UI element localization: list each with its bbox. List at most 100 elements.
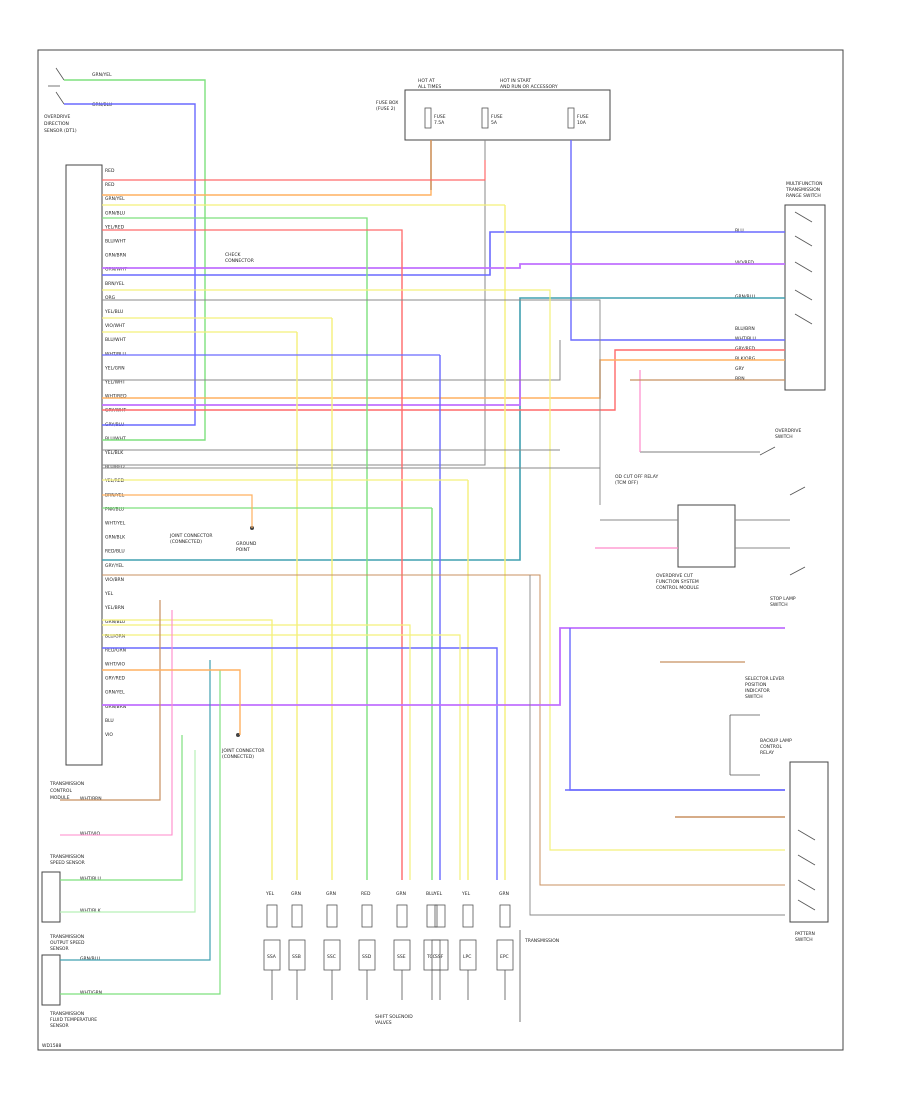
tcm-pin-label: VIO [105, 732, 113, 738]
tcm-pin-label: GRN/WHT [105, 267, 127, 273]
tcm-pin-label: BLU/RED [105, 464, 125, 470]
od-wire-label-1: GRN/YEL [92, 72, 112, 78]
check-connector: CHECK CONNECTOR [225, 252, 254, 264]
solenoid-wire-label: GRN [291, 891, 301, 897]
tcm-pin-label: PNK/BLU [105, 506, 124, 512]
solenoid-name: SSD [362, 954, 372, 960]
sensor-wire-4 [60, 750, 196, 913]
solenoid-name: SSF [435, 954, 444, 960]
tcm-pin-label: RED/BLU [105, 549, 125, 555]
solenoid-name: SSE [397, 954, 406, 960]
svg-text:CONNECTOR: CONNECTOR [225, 258, 254, 264]
power-wire-2 [102, 140, 486, 466]
svg-text:TRANSMISSION: TRANSMISSION [49, 1011, 84, 1017]
tcm-pin-label: YEL [104, 591, 114, 597]
svg-text:HOT AT: HOT AT [418, 78, 435, 84]
tcm-pin-label: RED/GRN [105, 647, 126, 653]
solenoid-h-2 [102, 217, 368, 230]
solenoid-name: EPC [500, 954, 509, 960]
tcm-pin-label: BLU/WHT [105, 337, 126, 343]
svg-text:FUSE BOX: FUSE BOX [376, 100, 398, 106]
tcm-pin-label: GRN/YEL [105, 690, 125, 696]
svg-text:AND RUN OR ACCESSORY: AND RUN OR ACCESSORY [500, 84, 558, 90]
svg-text:SPEED SENSOR: SPEED SENSOR [50, 860, 85, 866]
range-wire-4 [102, 349, 785, 411]
svg-text:MULTIFUNCTION: MULTIFUNCTION [786, 181, 823, 187]
overdrive-sensor-label-1: OVERDRIVE [44, 114, 71, 120]
od-sensor-wire-2 [64, 103, 196, 426]
svg-text:SWITCH: SWITCH [745, 694, 763, 700]
backup-lamp-relay: BACKUP LAMP CONTROL RELAY [729, 714, 792, 776]
svg-text:OVERDRIVE: OVERDRIVE [775, 428, 802, 434]
tcm-connector [65, 164, 103, 766]
solenoid-h-10 [102, 647, 498, 880]
od-sensor-wire-1 [64, 79, 206, 441]
svg-text:BACKUP LAMP: BACKUP LAMP [760, 738, 792, 744]
overdrive-sensor: OVERDRIVE DIRECTION SENSOR (DT1) GRN/YEL… [44, 67, 112, 134]
multifunction-pin-label: GRY/RED [735, 346, 756, 352]
tcm-pin-label: BLU/GRN [105, 633, 125, 639]
tcm-pin-label: YEL/WHT [104, 380, 125, 386]
svg-text:POSITION: POSITION [745, 682, 766, 688]
blue-right-wire [569, 628, 785, 791]
tcm-pin-label: BLU [105, 718, 114, 724]
overdrive-switch: OVERDRIVE SWITCH [640, 428, 802, 456]
solenoid-h-9 [102, 619, 273, 660]
solenoid-ssa: YEL SSA [263, 891, 281, 1000]
tcm-pin-label: YEL/RED [104, 224, 125, 230]
grey-wire-1 [102, 299, 601, 505]
svg-text:MODULE: MODULE [50, 795, 70, 801]
sensor-wire-label: WHT/GRN [80, 990, 102, 996]
svg-text:STOP LAMP: STOP LAMP [770, 596, 796, 602]
transmission-label: TRANSMISSION [524, 938, 559, 944]
range-wire-6 [102, 360, 521, 406]
sensor-wire-3 [60, 735, 183, 881]
svg-text:FUSE: FUSE [491, 114, 503, 120]
solenoid-name: SSB [292, 954, 301, 960]
svg-text:JOINT CONNECTOR: JOINT CONNECTOR [221, 748, 265, 754]
ground-point: GROUND POINT JOINT CONNECTOR (CONNECTED) [169, 526, 257, 553]
ground-wire-2 [102, 494, 253, 528]
svg-text:CHECK: CHECK [225, 252, 242, 258]
selector-lever-switch: SELECTOR LEVER POSITION INDICATOR SWITCH [745, 676, 784, 700]
tcm-pin-label: BLU/WHT [105, 436, 126, 442]
sensor-wire-label: WHT/BLU [80, 876, 101, 882]
tcm-pin-label: GRN/BRN [105, 704, 126, 710]
yellow-long-wire [102, 289, 785, 851]
overdrive-sensor-label-2: DIRECTION [44, 121, 69, 127]
tcm-pin-label: GRN/BLK [105, 535, 126, 541]
power-wire-1 [102, 140, 432, 196]
sensor-wire-labels: WHT/BRNWHT/VIOWHT/BLUWHT/BLKGRN/BLUWHT/G… [80, 796, 102, 996]
solenoid-name: TCC [426, 954, 436, 960]
tcm-pin-label: YEL/BLK [104, 450, 124, 456]
solenoid-wire-label: BLU [426, 891, 435, 897]
range-wire-2 [102, 263, 785, 269]
tcm-pin-label: GRN/BLU [105, 210, 125, 216]
solenoid-name: SSA [267, 954, 277, 960]
power-wire-red [102, 160, 486, 181]
svg-text:SWITCH: SWITCH [770, 602, 788, 608]
svg-text:VALVES: VALVES [375, 1020, 392, 1026]
solenoid-h-11 [102, 634, 461, 880]
tcm-pin-label: ORG [105, 295, 116, 301]
stop-lamp-switch: STOP LAMP SWITCH [770, 486, 806, 608]
solenoid-wire-label: YEL [265, 891, 275, 897]
svg-text:PATTERN: PATTERN [795, 931, 815, 937]
multifunction-pin-label: BLK/ORG [735, 356, 756, 362]
diagram-frame [37, 49, 844, 1051]
solenoid-wire-label: GRN [326, 891, 336, 897]
od-wire-label-2: GRN/BLU [92, 102, 112, 108]
svg-text:(CONNECTED): (CONNECTED) [170, 539, 202, 545]
tcm-pin-label: GRN/BLU [105, 619, 125, 625]
tcm-pin-labels: REDREDGRN/YELGRN/BLUYEL/REDBLU/WHTGRN/BR… [104, 168, 127, 738]
solenoid-ssb: GRN SSB [288, 891, 306, 1000]
fuse-box: HOT AT ALL TIMES HOT IN START AND RUN OR… [376, 78, 611, 141]
tcm-pin-label: GRN/BRN [105, 253, 126, 259]
tcm-pin-label: VIO/WHT [105, 323, 125, 329]
overdrive-sensor-label-3: SENSOR (DT1) [44, 128, 77, 134]
